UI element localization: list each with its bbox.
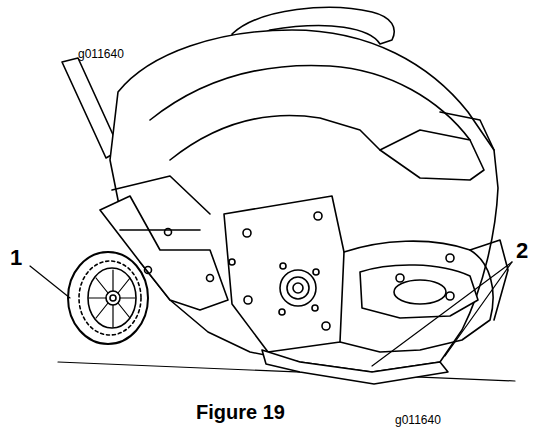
callout-number: 1 — [10, 247, 22, 269]
graphic-id: g011640 — [395, 414, 441, 426]
graphic-id: g011640 — [78, 48, 124, 60]
figure-caption: Figure 19 — [196, 402, 285, 422]
callout-number: 2 — [516, 240, 528, 262]
